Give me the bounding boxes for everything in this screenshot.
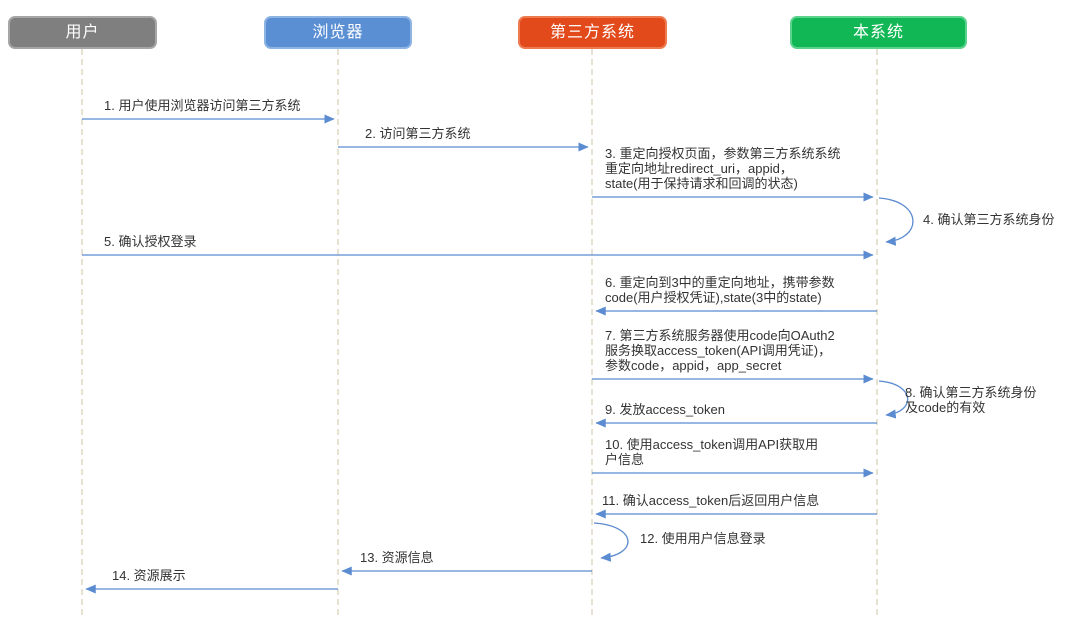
message-13-label: 13. 资源信息 — [360, 550, 434, 565]
message-8-label: 8. 确认第三方系统身份 及code的有效 — [905, 385, 1037, 415]
actor-box-our-system: 本系统 — [790, 16, 967, 49]
message-7-label: 7. 第三方系统服务器使用code向OAuth2 服务换取access_toke… — [605, 328, 835, 373]
message-12-label: 12. 使用用户信息登录 — [640, 531, 766, 546]
actor-label-user: 用户 — [65, 24, 100, 41]
message-11-label: 11. 确认access_token后返回用户信息 — [602, 493, 820, 508]
message-4-label: 4. 确认第三方系统身份 — [923, 212, 1055, 227]
actor-box-user: 用户 — [8, 16, 157, 49]
message-10-label: 10. 使用access_token调用API获取用 户信息 — [605, 437, 819, 467]
message-3-label: 3. 重定向授权页面，参数第三方系统系统 重定向地址redirect_uri，a… — [605, 146, 841, 191]
message-12-self-loop — [593, 522, 629, 562]
actor-box-browser: 浏览器 — [264, 16, 412, 49]
message-1-label: 1. 用户使用浏览器访问第三方系统 — [104, 98, 301, 113]
actor-box-third-party-system: 第三方系统 — [518, 16, 667, 49]
message-8-self-loop — [878, 380, 909, 419]
message-2-label: 2. 访问第三方系统 — [365, 126, 471, 141]
actor-label-third-party-system: 第三方系统 — [549, 24, 635, 41]
actor-label-browser: 浏览器 — [312, 24, 364, 41]
message-5-label: 5. 确认授权登录 — [104, 234, 197, 249]
message-9-label: 9. 发放access_token — [605, 402, 725, 417]
message-6-label: 6. 重定向到3中的重定向地址，携带参数 code(用户授权凭证),state(… — [605, 275, 835, 305]
actor-label-our-system: 本系统 — [852, 24, 904, 41]
message-14-label: 14. 资源展示 — [112, 568, 186, 583]
message-4-self-loop — [878, 197, 914, 246]
